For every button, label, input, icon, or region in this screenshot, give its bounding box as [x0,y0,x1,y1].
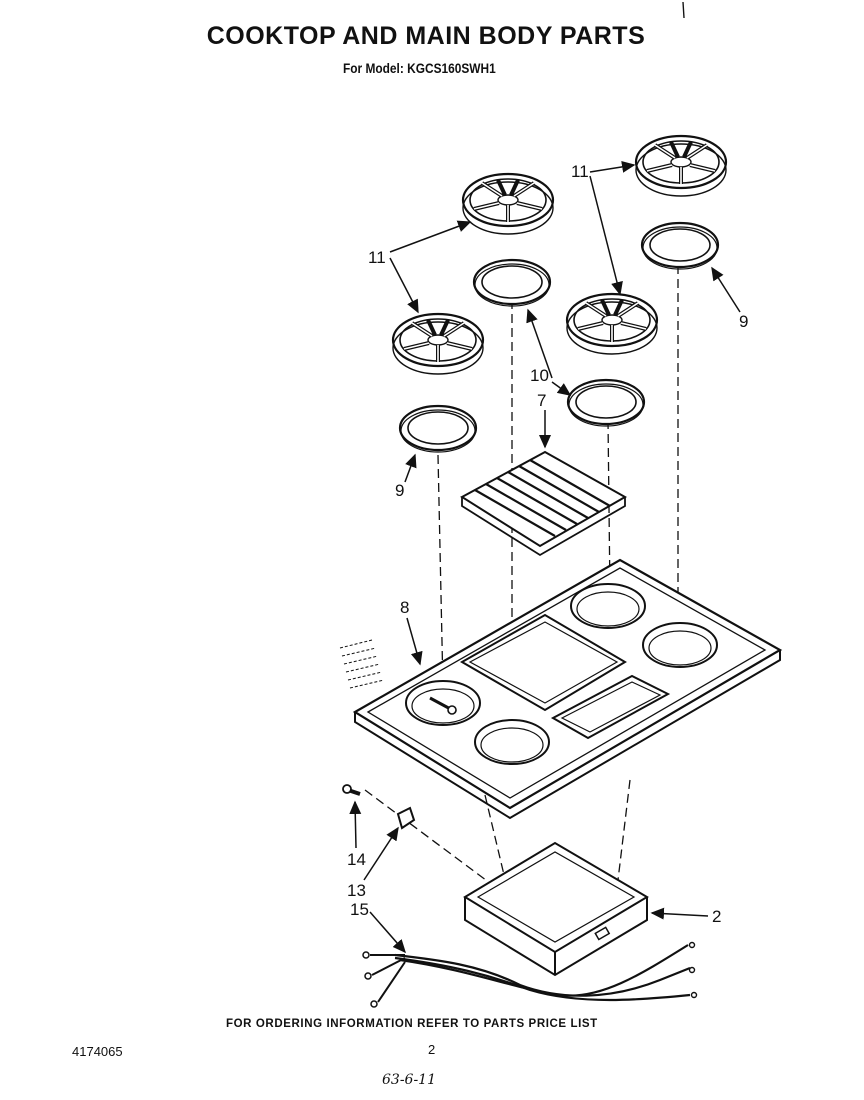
burner-ring-icon [640,221,720,271]
callout-14: 14 [347,850,366,869]
burner-ring-icon [472,258,552,308]
callout-8: 8 [400,598,409,617]
callout-7: 7 [537,391,546,410]
clip-icon [396,806,416,830]
burner-ring-icon [398,404,478,454]
callout-9-left: 9 [395,481,404,500]
burner-ring-icon [566,378,646,428]
cooktop-body-icon [352,558,783,820]
page-title: COOKTOP AND MAIN BODY PARTS [206,22,646,50]
screw-icon [342,784,361,796]
callout-9-right: 9 [739,312,748,331]
burner-grate-icon [391,312,485,376]
burner-box-icon [463,841,649,977]
callout-10: 10 [530,366,549,385]
callout-15: 15 [350,900,369,919]
wire-harness-icon [362,941,698,1008]
ordering-note: FOR ORDERING INFORMATION REFER TO PARTS … [226,1018,598,1030]
burner-grate-icon [461,172,555,236]
callout-leaders [349,160,741,954]
burner-grate-icon [565,292,659,356]
callout-2: 2 [712,907,721,926]
document-number: 4174065 [72,1044,123,1059]
callout-11-left: 11 [368,248,386,267]
callout-13: 13 [347,881,366,900]
burner-grate-icon [634,134,728,198]
callout-11-right: 11 [571,162,589,181]
corner-mark [682,1,685,19]
griddle-plate-icon [460,450,628,557]
label-decal-icon [339,639,385,689]
handwritten-note: 63-6-11 [382,1072,436,1088]
model-line: For Model: KGCS160SWH1 [343,60,496,76]
page-number: 2 [428,1042,436,1057]
